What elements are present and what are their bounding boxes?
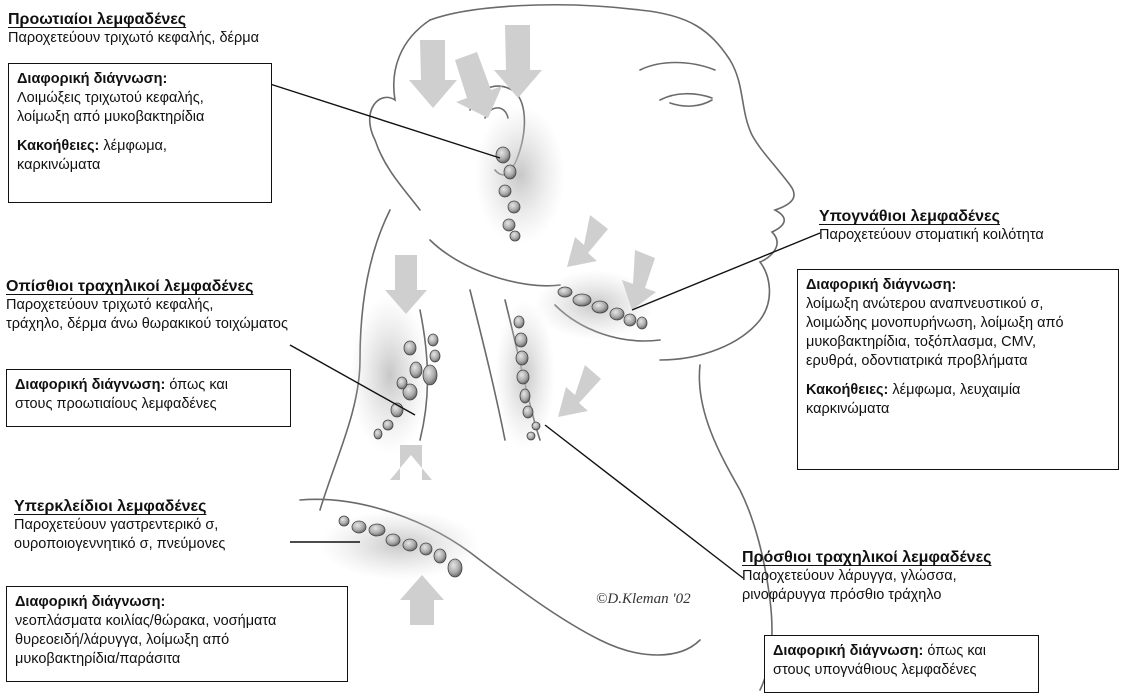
preauricular-diff-line: λοίμωξη από μυκοβακτηρίδια	[17, 109, 204, 125]
posterior-cervical-diagnosis-box: Διαφορική διάγνωση: όπως και στους προωτ…	[6, 369, 291, 427]
preauricular-title: Προωτιαίοι λεμφαδένες	[8, 10, 259, 29]
anterior-cervical-label: Πρόσθιοι τραχηλικοί λεμφαδένες Παροχετεύ…	[742, 548, 991, 605]
drainage-regions	[320, 105, 655, 580]
supraclavicular-drains: Παροχετεύουν γαστρεντερικό σ,	[14, 516, 225, 535]
anterior-cervical-diff-line: στους υπογνάθιους λεμφαδένες	[773, 662, 977, 678]
anterior-cervical-diff-line: όπως και	[923, 643, 986, 659]
posterior-cervical-drains: τράχηλο, δέρμα άνω θωρακικού τοιχώματος	[6, 315, 288, 334]
anterior-cervical-drains: Παροχετεύουν λάρυγγα, γλώσσα,	[742, 567, 991, 586]
artist-signature: ©D.Kleman '02	[596, 591, 691, 607]
anterior-cervical-diagnosis-box: Διαφορική διάγνωση: όπως και στους υπογν…	[764, 635, 1039, 693]
supraclavicular-drains: ουροποιογεννητικό σ, πνεύμονες	[14, 535, 225, 554]
preauricular-diff-label: Διαφορική διάγνωση:	[17, 71, 167, 87]
preauricular-label: Προωτιαίοι λεμφαδένες Παροχετεύουν τριχω…	[8, 10, 259, 48]
preauricular-diff-line: Λοιμώξεις τριχωτού κεφαλής,	[17, 90, 204, 106]
submandibular-malig-line: καρκινώματα	[806, 401, 889, 417]
anterior-cervical-drains: ρινοφάρυγγα πρόσθιο τράχηλο	[742, 586, 991, 605]
preauricular-diagnosis-box: Διαφορική διάγνωση: Λοιμώξεις τριχωτού κ…	[8, 63, 272, 203]
anterior-cervical-diff-label: Διαφορική διάγνωση:	[773, 643, 923, 659]
posterior-cervical-diff-label: Διαφορική διάγνωση:	[15, 377, 165, 393]
submandibular-diff-line: ερυθρά, οδοντιατρικά προβλήματα	[806, 353, 1027, 369]
preauricular-malig-line: λέμφωμα,	[99, 138, 167, 154]
posterior-cervical-title: Οπίσθιοι τραχηλικοί λεμφαδένες	[6, 277, 288, 296]
submandibular-drains: Παροχετεύουν στοματική κοιλότητα	[819, 226, 1044, 245]
submandibular-label: Υπογνάθιοι λεμφαδένες Παροχετεύουν στομα…	[819, 207, 1044, 245]
supraclavicular-diff-line: μυκοβακτηρίδια/παράσιτα	[15, 651, 180, 667]
supraclavicular-label: Υπερκλείδιοι λεμφαδένες Παροχετεύουν γασ…	[14, 497, 225, 554]
submandibular-diff-line: λοίμωξη ανώτερου αναπνευστικού σ,	[806, 296, 1043, 312]
posterior-cervical-drains: Παροχετεύουν τριχωτό κεφαλής,	[6, 296, 288, 315]
anterior-cervical-title: Πρόσθιοι τραχηλικοί λεμφαδένες	[742, 548, 991, 567]
supraclavicular-diff-line: θυρεοειδή/λάρυγγα, λοίμωξη από	[15, 632, 229, 648]
submandibular-malig-label: Κακοήθειες:	[806, 382, 888, 398]
posterior-cervical-diff-line: όπως και	[165, 377, 228, 393]
posterior-cervical-label: Οπίσθιοι τραχηλικοί λεμφαδένες Παροχετεύ…	[6, 277, 288, 334]
submandibular-diff-label: Διαφορική διάγνωση:	[806, 277, 956, 293]
posterior-cervical-diff-line: στους προωτιαίους λεμφαδένες	[15, 396, 217, 412]
supraclavicular-diagnosis-box: Διαφορική διάγνωση: νεοπλάσματα κοιλίας/…	[6, 586, 348, 682]
submandibular-diff-line: μυκοβακτηρίδια, τοξόπλασμα, CMV,	[806, 334, 1036, 350]
preauricular-drains: Παροχετεύουν τριχωτό κεφαλής, δέρμα	[8, 29, 259, 48]
submandibular-diff-line: λοιμώδης μονοπυρήνωση, λοίμωξη από	[806, 315, 1064, 331]
supraclavicular-diff-label: Διαφορική διάγνωση:	[15, 594, 165, 610]
preauricular-malig-line: καρκινώματα	[17, 157, 100, 173]
submandibular-title: Υπογνάθιοι λεμφαδένες	[819, 207, 1044, 226]
preauricular-malig-label: Κακοήθειες:	[17, 138, 99, 154]
supraclavicular-diff-line: νεοπλάσματα κοιλίας/θώρακα, νοσήματα	[15, 613, 276, 629]
submandibular-diagnosis-box: Διαφορική διάγνωση: λοίμωξη ανώτερου ανα…	[797, 269, 1119, 470]
submandibular-malig-line: λέμφωμα, λευχαιμία	[888, 382, 1020, 398]
supraclavicular-title: Υπερκλείδιοι λεμφαδένες	[14, 497, 225, 516]
